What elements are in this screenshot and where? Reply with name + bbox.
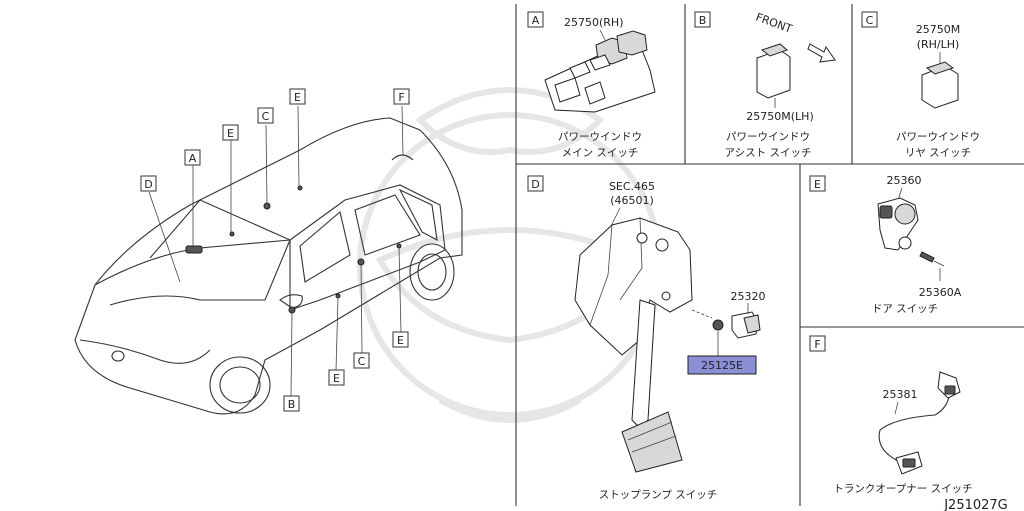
- panel-b-desc-1: パワーウインドウ: [726, 131, 810, 143]
- panel-a-desc-1: パワーウインドウ: [558, 131, 642, 143]
- highlighted-part-number: 25125E: [701, 359, 743, 372]
- panel-a: A 25750(RH) パワーウインドウ メイン スイッチ: [527, 11, 656, 159]
- panel-d-letter: D: [531, 178, 539, 191]
- diagram-code: J251027G: [943, 498, 1008, 511]
- panel-c-letter: C: [866, 14, 874, 27]
- panel-c-desc-2: リヤ スイッチ: [905, 147, 971, 159]
- panel-b-letter: B: [699, 14, 707, 27]
- car-label-f: F: [398, 91, 404, 104]
- stop-lamp-clip: [712, 319, 724, 331]
- door-switch-screw-part-number: 25360A: [919, 286, 962, 299]
- panel-b-desc-2: アシスト スイッチ: [725, 147, 812, 159]
- panel-a-part-number: 25750(RH): [564, 16, 624, 29]
- main-window-switch-part: [544, 30, 656, 113]
- panel-d-desc: ストップランプ スイッチ: [599, 489, 718, 501]
- panel-c-part-number: 25750M: [916, 23, 960, 36]
- car-label-e-4: E: [397, 334, 404, 347]
- car-label-e-2: E: [294, 91, 301, 104]
- stop-lamp-switch-part-number: 25320: [731, 290, 766, 303]
- front-direction-arrow-icon: [807, 43, 836, 63]
- panel-a-letter: A: [532, 14, 540, 27]
- car-overview: D A E C E F B E C E: [74, 88, 463, 415]
- car-label-a: A: [189, 152, 197, 165]
- car-label-e-1: E: [227, 127, 234, 140]
- door-switch-part-number: 25360: [887, 174, 922, 187]
- section-reference: SEC.465: [609, 180, 655, 193]
- trunk-opener-part-number: 25381: [883, 388, 918, 401]
- highlighted-part-box: [687, 355, 757, 375]
- panel-c-desc-1: パワーウインドウ: [896, 131, 980, 143]
- panel-grid: [515, 4, 1024, 506]
- panel-b: B FRONT 25750M(LH) パワーウインドウ アシスト スイッチ: [694, 11, 836, 159]
- panel-a-desc-2: メイン スイッチ: [562, 147, 639, 159]
- panel-c: C 25750M (RH/LH) パワーウインドウ リヤ スイッチ: [861, 11, 980, 159]
- car-label-c-1: C: [262, 110, 270, 123]
- panel-f: F 25381 トランクオープナー スイッチ: [809, 335, 973, 495]
- panel-e-desc: ドア スイッチ: [872, 303, 938, 315]
- car-label-d: D: [144, 178, 152, 191]
- brake-pedal-assembly: [574, 217, 693, 473]
- section-reference-code: (46501): [610, 194, 654, 207]
- front-direction-label: FRONT: [754, 11, 794, 36]
- panel-c-part-side: (RH/LH): [917, 38, 960, 51]
- panel-f-desc: トランクオープナー スイッチ: [833, 483, 972, 495]
- panel-d: D SEC.465 (46501) 25320 25125E ストップランプ ス…: [527, 175, 766, 501]
- car-label-e-3: E: [333, 372, 340, 385]
- car-label-b: B: [288, 398, 296, 411]
- car-label-c-2: C: [358, 355, 366, 368]
- panel-e: E 25360 25360A ドア スイッチ: [809, 174, 962, 315]
- panel-e-letter: E: [814, 178, 821, 191]
- panel-b-part-number: 25750M(LH): [746, 110, 813, 123]
- panel-f-letter: F: [814, 338, 820, 351]
